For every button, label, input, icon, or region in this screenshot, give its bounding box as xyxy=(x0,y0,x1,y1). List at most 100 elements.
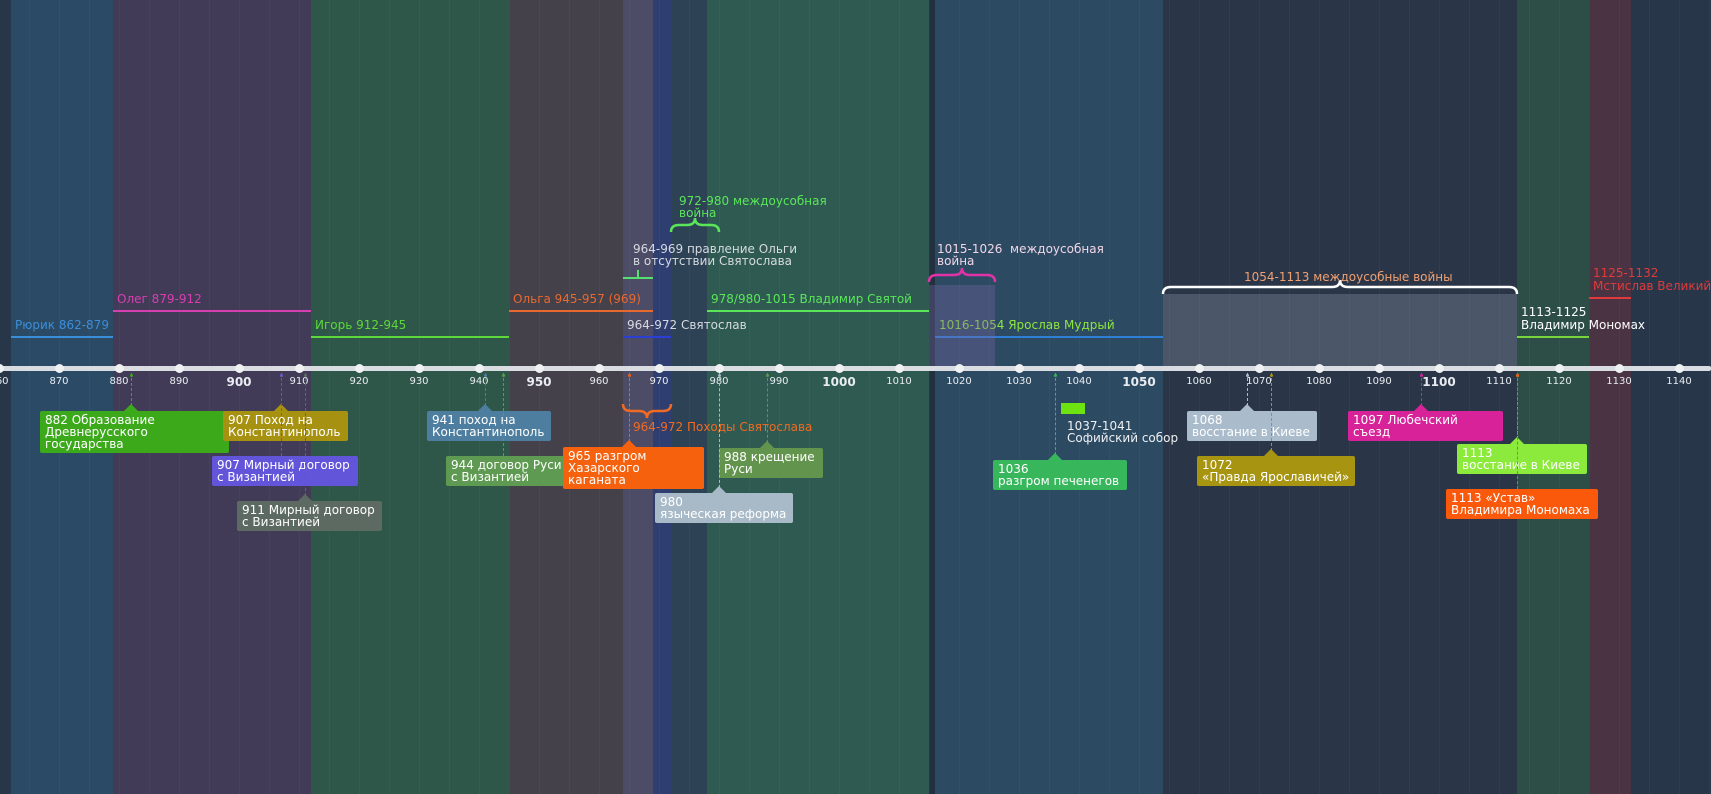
event-card-text: 965 разгром Хазарского каганата xyxy=(568,449,647,487)
event-card[interactable]: 1113 восстание в Киеве xyxy=(1457,437,1587,474)
axis-tick-dot xyxy=(1194,364,1204,373)
axis-tick-dot xyxy=(714,364,724,373)
event-card-pointer xyxy=(1048,453,1062,460)
axis-tick-label: 1060 xyxy=(1186,376,1212,387)
event-card-text: 988 крещение Руси xyxy=(724,450,815,476)
period-line xyxy=(311,336,509,338)
event-card-pointer xyxy=(1240,404,1254,411)
axis-tick-dot xyxy=(954,364,964,373)
period-line xyxy=(11,336,113,338)
event-dot xyxy=(130,374,133,377)
event-card[interactable]: 882 Образование Древнерусского государст… xyxy=(40,404,229,453)
axis-tick-label: 870 xyxy=(49,376,69,387)
event-card-pointer xyxy=(478,404,492,411)
event-card[interactable]: 1072 «Правда Ярославичей» xyxy=(1197,449,1355,486)
period-line xyxy=(623,336,671,338)
axis-tick-label: 990 xyxy=(769,376,789,387)
event-card[interactable]: 911 Мирный договор с Византией xyxy=(237,494,382,531)
axis-tick-label: 1130 xyxy=(1606,376,1632,387)
event-connector xyxy=(281,373,282,456)
olga-regency-label: 964-969 правление Ольги в отсутствии Свя… xyxy=(633,242,798,268)
axis-tick-dot xyxy=(1554,364,1564,373)
event-card-pointer xyxy=(1264,449,1278,456)
event-connector xyxy=(1247,373,1248,411)
event-dot xyxy=(280,374,283,377)
axis-tick-dot xyxy=(0,364,4,373)
period-label: Игорь 912-945 xyxy=(315,318,407,332)
axis-tick-dot xyxy=(1014,364,1024,373)
period-label: Ольга 945-957 (969) xyxy=(513,292,641,306)
axis-tick-label: 1120 xyxy=(1546,376,1572,387)
axis-tick-label: 1040 xyxy=(1066,376,1092,387)
event-card[interactable]: 907 Поход на Константинополь xyxy=(223,404,348,441)
event-card-pointer xyxy=(712,486,726,493)
event-card[interactable]: 907 Мирный договор с Византией xyxy=(212,456,358,486)
event-card-pointer xyxy=(760,441,774,448)
axis-tick-label: 1050 xyxy=(1122,375,1156,389)
event-dot xyxy=(628,374,631,377)
event-dot xyxy=(766,374,769,377)
axis-tick-label: 920 xyxy=(349,376,369,387)
event-dot xyxy=(304,374,307,377)
event-card[interactable]: 1097 Любечский съезд xyxy=(1348,404,1503,441)
event-card[interactable]: 1068 восстание в Киеве xyxy=(1187,404,1317,441)
period-line xyxy=(1517,336,1589,338)
axis-tick-label: 950 xyxy=(526,375,552,389)
event-connector xyxy=(485,373,486,411)
event-card[interactable]: 988 крещение Руси xyxy=(719,441,823,478)
event-connector xyxy=(629,373,630,447)
olga-regency-tick xyxy=(637,270,639,278)
civil-war-shade xyxy=(929,285,995,366)
campaigns-label: 964-972 Походы Святослава xyxy=(633,420,813,434)
axis-tick-dot xyxy=(354,364,364,373)
period-label: 1016-1054 Ярослав Мудрый xyxy=(939,318,1115,332)
war-brace-path xyxy=(927,267,997,283)
period-label: 964-972 Святослав xyxy=(627,318,747,332)
axis-tick-label: 880 xyxy=(109,376,129,387)
event-connector xyxy=(503,373,504,456)
era-band xyxy=(671,0,707,794)
axis-tick-dot xyxy=(1494,364,1504,373)
event-card-text: 882 Образование Древнерусского государст… xyxy=(45,413,155,451)
sofia-label: 1037-1041 Софийский собор xyxy=(1067,419,1179,445)
event-card[interactable]: 944 договор Руси с Византией xyxy=(446,456,568,486)
event-card-pointer xyxy=(298,494,312,501)
axis-tick-dot xyxy=(1074,364,1084,373)
axis-tick-label: 960 xyxy=(589,376,609,387)
period-label: Олег 879-912 xyxy=(117,292,202,306)
period-label: 1125-1132 Мстислав Великий xyxy=(1593,266,1711,293)
event-card[interactable]: 1113 «Устав» Владимира Мономаха xyxy=(1446,489,1598,519)
period-line xyxy=(707,310,929,312)
axis-tick-label: 930 xyxy=(409,376,429,387)
event-card[interactable]: 1036 разгром печенегов xyxy=(993,453,1127,490)
axis-tick-label: 900 xyxy=(226,375,252,389)
event-card[interactable]: 965 разгром Хазарского каганата xyxy=(563,440,704,489)
event-card-text: 1113 восстание в Киеве xyxy=(1462,446,1580,472)
event-connector xyxy=(1421,373,1422,411)
event-dot xyxy=(718,374,721,377)
axis-tick-label: 1010 xyxy=(886,376,912,387)
event-card[interactable]: 941 поход на Константинополь xyxy=(427,404,551,441)
axis-tick-dot xyxy=(1254,364,1264,373)
axis-tick-label: 1030 xyxy=(1006,376,1032,387)
era-band xyxy=(623,0,653,794)
axis-tick-dot xyxy=(114,364,124,373)
war-brace-label: 1054-1113 междоусобные войны xyxy=(1244,270,1453,284)
event-card-text: 1036 разгром печенегов xyxy=(998,462,1120,488)
event-card-text: 1097 Любечский съезд xyxy=(1353,413,1458,439)
war-brace-path xyxy=(1161,279,1519,295)
war-brace-label: 972-980 междоусобная война xyxy=(679,194,827,220)
axis-tick-label: 1070 xyxy=(1246,376,1272,387)
event-card[interactable]: 980 языческая реформа xyxy=(655,486,793,523)
axis-tick-dot xyxy=(534,364,544,373)
event-dot xyxy=(1270,374,1273,377)
timeline-axis xyxy=(0,366,1711,371)
axis-tick-label: 1100 xyxy=(1422,375,1456,389)
axis-tick-dot xyxy=(1314,364,1324,373)
era-band xyxy=(11,0,113,794)
event-card-text: 1068 восстание в Киеве xyxy=(1192,413,1310,439)
axis-tick-dot xyxy=(1674,364,1684,373)
